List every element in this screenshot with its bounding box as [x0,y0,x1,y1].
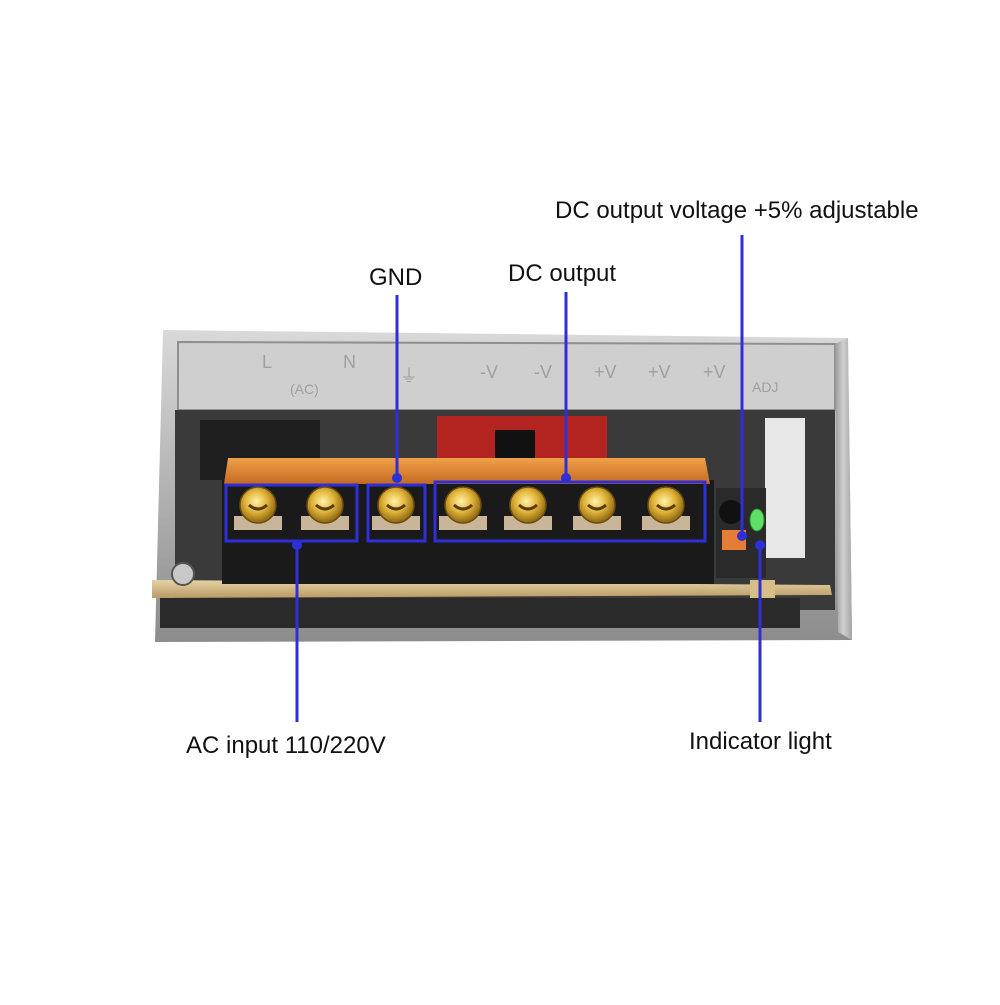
screw-slot [315,503,335,511]
dc-output-highlight-box [433,480,707,543]
marking-pos-v3: +V [703,362,726,382]
marking-pos-v1: +V [594,362,617,382]
led-indicator [749,508,765,532]
terminal-screw [509,486,547,524]
ac-input-highlight-box [224,483,359,543]
screw-slot [453,503,473,511]
terminal-screw [444,486,482,524]
embossed-markings: L N (AC) ⏚ -V -V +V +V +V ADJ [262,352,778,397]
screw-slot [656,503,676,511]
terminal-block [222,458,714,584]
marking-l: L [262,352,272,372]
terminal-screw [377,486,415,524]
marking-n: N [343,352,356,372]
terminal-screws [234,486,690,530]
gnd-anchor-dot [392,473,402,483]
circuit-board [152,562,832,628]
screw-slot [518,503,538,511]
gnd-label: GND [369,264,423,291]
terminal-screw [306,486,344,524]
adjust-anchor-dot [737,531,747,541]
terminal-screw [239,486,277,524]
screw-slot [386,503,406,511]
ac-input-anchor-dot [292,540,302,550]
callout-dots [292,473,765,550]
screw-slot [587,503,607,511]
marking-adj: ADJ [752,379,778,395]
ac-input-label: AC input 110/220V [186,732,386,759]
callouts [224,235,762,722]
marking-ground: ⏚ [400,366,418,386]
screw-slot [248,503,268,511]
terminal-screw [578,486,616,524]
dc-output-label: DC output [508,260,617,287]
terminal-screw [647,486,685,524]
gnd-highlight-box [366,483,427,543]
indicator-anchor-dot [755,540,765,550]
marking-neg-v2: -V [534,362,552,382]
marking-pos-v2: +V [648,362,671,382]
marking-ac: (AC) [290,381,319,397]
dc-adjust-label: DC output voltage +5% adjustable [555,197,919,224]
dc-output-anchor-dot [561,473,571,483]
indicator-light-label: Indicator light [689,728,832,755]
marking-neg-v1: -V [480,362,498,382]
